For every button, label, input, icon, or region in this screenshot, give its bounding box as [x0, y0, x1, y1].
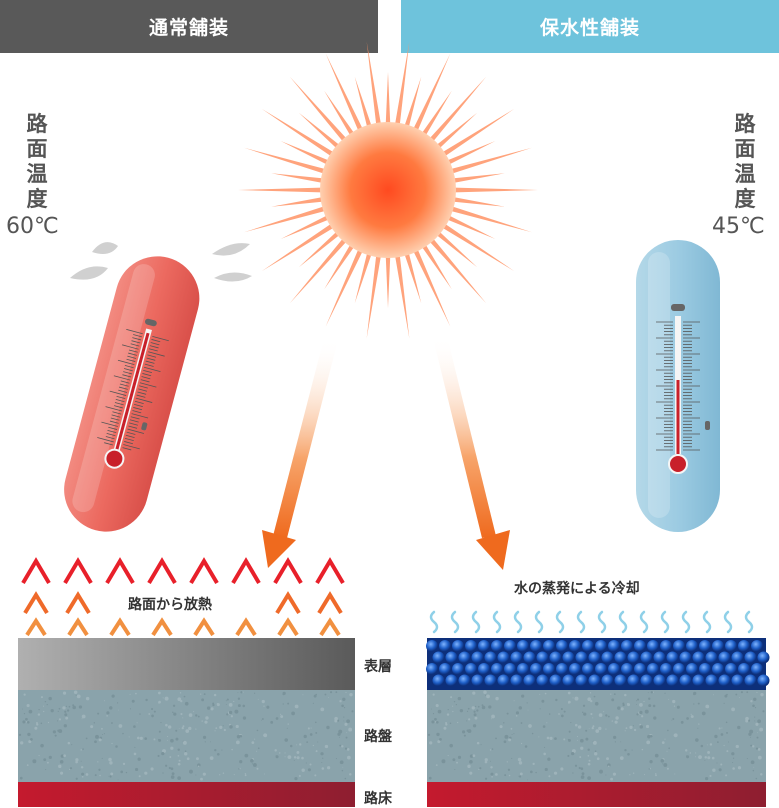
thermometer-cool-icon	[636, 240, 720, 532]
layer-label-base: 路盤	[364, 729, 392, 745]
sweat-drops-icon	[70, 242, 252, 282]
left-temperature-value: 60℃	[6, 214, 59, 239]
right-temperature-value: 45℃	[712, 214, 765, 239]
layer-label-surface: 表層	[364, 659, 392, 675]
header-water-retentive-pavement: 保水性舗装	[401, 0, 779, 53]
header-normal-pavement: 通常舗装	[0, 0, 378, 53]
sun-ray-arrow-left	[262, 338, 338, 568]
layer-label-subgrade: 路床	[364, 791, 392, 807]
water-retentive-pavement-cross-section	[426, 638, 770, 807]
evaporation-cooling-note: 水の蒸発による冷却	[514, 581, 640, 597]
thermometer-hot-icon	[64, 256, 200, 532]
normal-pavement-cross-section	[18, 638, 355, 807]
sun-ray-arrow-right	[433, 336, 510, 570]
steam-wisps	[429, 610, 754, 634]
heat-release-note: 路面から放熱	[128, 597, 212, 613]
sun-icon	[238, 41, 538, 339]
left-road-temp-label: 路 面 温 度	[26, 112, 48, 211]
heat-chevrons	[21, 557, 345, 637]
right-road-temp-label: 路 面 温 度	[734, 112, 756, 211]
